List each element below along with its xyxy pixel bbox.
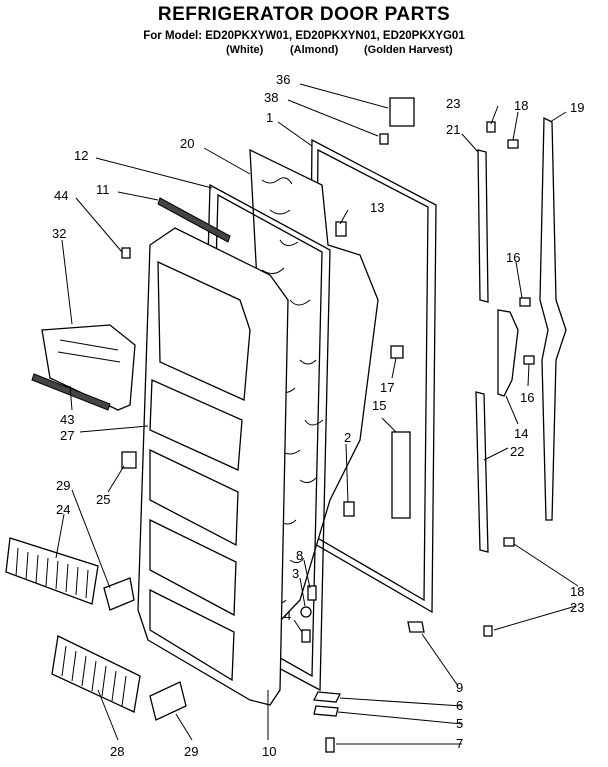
pin-4 [301, 629, 311, 643]
label-36 [389, 97, 415, 127]
callout-20: 20 [180, 136, 194, 151]
callout-27: 27 [60, 428, 74, 443]
callout-4: 4 [284, 608, 291, 623]
callout-44: 44 [54, 188, 68, 203]
callout-23-top: 23 [446, 96, 460, 111]
callout-16-lower: 16 [520, 390, 534, 405]
callout-1: 1 [266, 110, 273, 125]
bracket-8 [307, 585, 317, 601]
callout-24: 24 [56, 502, 70, 517]
callout-7: 7 [456, 736, 463, 751]
bracket-25 [121, 451, 137, 469]
callout-3: 3 [292, 566, 299, 581]
callout-9: 9 [456, 680, 463, 695]
plug-38 [379, 133, 389, 145]
callout-16-upper: 16 [506, 250, 520, 265]
callout-38: 38 [264, 90, 278, 105]
screw-23b [483, 625, 493, 637]
bin-29b [149, 681, 187, 721]
variant-white: (White) [226, 44, 264, 56]
callout-21: 21 [446, 122, 460, 137]
variant-almond: (Almond) [290, 44, 339, 56]
handle-strip-21 [477, 149, 489, 303]
handle-strip-22 [475, 391, 489, 553]
shelf-trim-11 [157, 197, 231, 243]
handle-19 [539, 116, 567, 521]
hinge-6 [312, 691, 342, 703]
model-line: For Model: ED20PKXYW01, ED20PKXYN01, ED2… [143, 30, 465, 42]
callout-labels: 36 38 1 20 12 11 44 32 13 23 18 19 21 16… [52, 72, 584, 759]
callout-43: 43 [60, 412, 74, 427]
door-liner [137, 227, 289, 706]
screw-16a [519, 297, 531, 307]
dispenser-cover [41, 324, 136, 411]
callout-14: 14 [514, 426, 528, 441]
callout-6: 6 [456, 698, 463, 713]
callout-29-bottom: 29 [184, 744, 198, 759]
screw-7 [325, 737, 335, 753]
callout-28: 28 [110, 744, 124, 759]
door-shelf-28 [51, 635, 141, 713]
callout-15: 15 [372, 398, 386, 413]
callout-19: 19 [570, 100, 584, 115]
callout-18-bottom: 18 [570, 584, 584, 599]
screw-44 [121, 247, 131, 259]
callout-23-bottom: 23 [570, 600, 584, 615]
callout-29-left: 29 [56, 478, 70, 493]
screw-18b [503, 537, 515, 547]
callout-10: 10 [262, 744, 276, 759]
clip-17 [390, 345, 404, 359]
callout-22: 22 [510, 444, 524, 459]
screw-23a [486, 121, 496, 133]
callout-36: 36 [276, 72, 290, 87]
page-title: REFRIGERATOR DOOR PARTS [157, 4, 451, 25]
callout-8: 8 [296, 548, 303, 563]
variant-golden-harvest: (Golden Harvest) [364, 44, 453, 56]
callout-25: 25 [96, 492, 110, 507]
screw-18a [507, 139, 519, 149]
callout-5: 5 [456, 716, 463, 731]
screw-16b [523, 355, 535, 365]
stop-9 [407, 621, 425, 633]
foam-block-15 [391, 431, 411, 519]
door-shelf-24 [5, 537, 99, 605]
callout-18-top: 18 [514, 98, 528, 113]
callout-12: 12 [74, 148, 88, 163]
callout-11: 11 [96, 182, 110, 197]
bumper-13 [335, 221, 347, 237]
clip-2 [343, 501, 355, 517]
hinge-5 [313, 705, 339, 717]
callout-2: 2 [344, 430, 351, 445]
callout-17: 17 [380, 380, 394, 395]
callout-32: 32 [52, 226, 66, 241]
leader-lines [55, 83, 579, 745]
handle-14 [497, 309, 519, 397]
bin-29a [103, 577, 135, 611]
washer-3 [300, 606, 312, 618]
callout-13: 13 [370, 200, 384, 215]
